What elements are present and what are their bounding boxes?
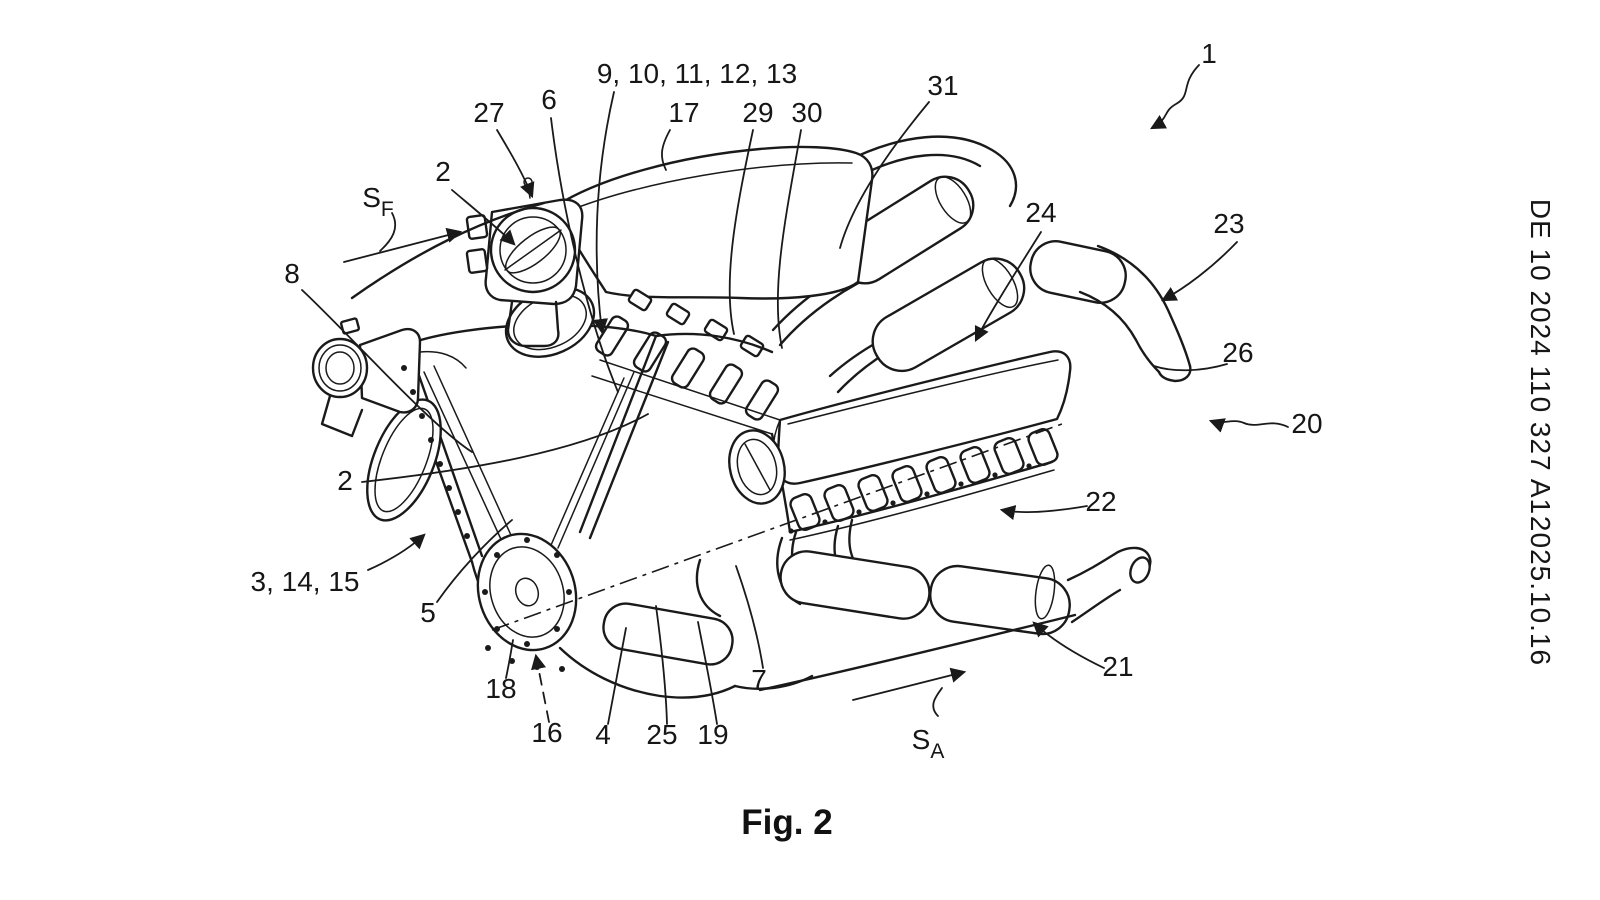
ref-label-7: 7 [751, 664, 767, 695]
ref-label-8: 8 [284, 258, 300, 289]
ref-label-31: 31 [927, 70, 958, 101]
leader-9-13 [592, 91, 615, 335]
leader-31 [839, 101, 930, 249]
leader-27 [496, 129, 535, 199]
ref-label-29: 29 [742, 97, 773, 128]
leader-19 [697, 621, 718, 725]
leader-lines [301, 64, 1289, 725]
ref-label-24: 24 [1025, 197, 1056, 228]
lower-exhaust [602, 518, 1152, 692]
ref-label-23: 23 [1213, 208, 1244, 239]
leader-29 [728, 129, 754, 335]
leader-5 [436, 519, 513, 603]
ref-label-coil-group-9-13: 9, 10, 11, 12, 13 [597, 58, 797, 89]
exhaust-pipe-right [1078, 244, 1192, 383]
sf-direction-arrow [343, 227, 463, 263]
ref-label-20: 20 [1291, 408, 1322, 439]
ref-label-17: 17 [668, 97, 699, 128]
leader-2-top [451, 189, 516, 246]
throttle-body-right [728, 429, 786, 505]
ref-label-27: 27 [473, 97, 504, 128]
leader-30 [776, 129, 802, 349]
ignition-coils [591, 288, 781, 435]
ref-label-2-mid: 2 [337, 465, 353, 496]
sa-direction-arrow [852, 667, 967, 701]
sf-text-link [379, 212, 397, 252]
ref-label-4: 4 [595, 719, 611, 750]
leader-24 [974, 231, 1042, 343]
engine-front-cover [366, 286, 737, 699]
leader-25 [655, 605, 668, 725]
leader-18 [505, 639, 514, 679]
crankshaft-pulley [476, 532, 578, 652]
engine-assembly [311, 135, 1192, 699]
leader-7 [735, 565, 764, 669]
intake-plenum-right [772, 350, 1072, 485]
ref-label-1: 1 [1201, 38, 1217, 69]
leader-16 [531, 653, 550, 723]
ref-label-25: 25 [646, 719, 677, 750]
leader-23 [1160, 241, 1238, 302]
upper-catalytic-converters [835, 175, 1127, 373]
leader-4 [607, 627, 627, 725]
ref-label-22: 22 [1085, 486, 1116, 517]
leader-1 [1149, 64, 1200, 130]
ref-label-S-A: SA [912, 724, 945, 763]
ref-label-5: 5 [420, 597, 436, 628]
leader-3-14-15 [367, 533, 426, 571]
leader-17 [661, 129, 671, 171]
leader-2-mid [361, 413, 649, 483]
leader-20 [1208, 418, 1289, 433]
publication-number: DE 10 2024 110 327 A1 [1525, 199, 1556, 515]
bolt-dots [401, 365, 1032, 672]
ref-label-19: 19 [697, 719, 728, 750]
ref-label-21: 21 [1102, 651, 1133, 682]
figure-caption: Fig. 2 [741, 803, 832, 842]
leader-8 [301, 289, 473, 453]
patent-margin-header: DE 10 2024 110 327 A1 2025.10.16 [1525, 199, 1556, 666]
ref-label-26: 26 [1222, 337, 1253, 368]
intake-plenum-top [554, 145, 874, 300]
ref-label-3-14-15: 3, 14, 15 [251, 566, 360, 597]
ref-label-2-top: 2 [435, 156, 451, 187]
throttle-body-front [465, 177, 584, 348]
ref-label-6: 6 [541, 84, 557, 115]
publication-date: 2025.10.16 [1525, 516, 1556, 666]
intake-runner-row [788, 428, 1059, 541]
sa-text-link [932, 687, 943, 717]
leader-22 [999, 505, 1088, 521]
ref-label-18: 18 [485, 673, 516, 704]
leader-21 [1032, 621, 1105, 669]
throttle-flange-left [311, 201, 546, 438]
leader-6 [550, 117, 619, 393]
ref-label-30: 30 [791, 97, 822, 128]
ref-label-S-F: SF [362, 182, 394, 221]
leader-26 [1153, 363, 1228, 372]
ref-label-16: 16 [531, 717, 562, 748]
